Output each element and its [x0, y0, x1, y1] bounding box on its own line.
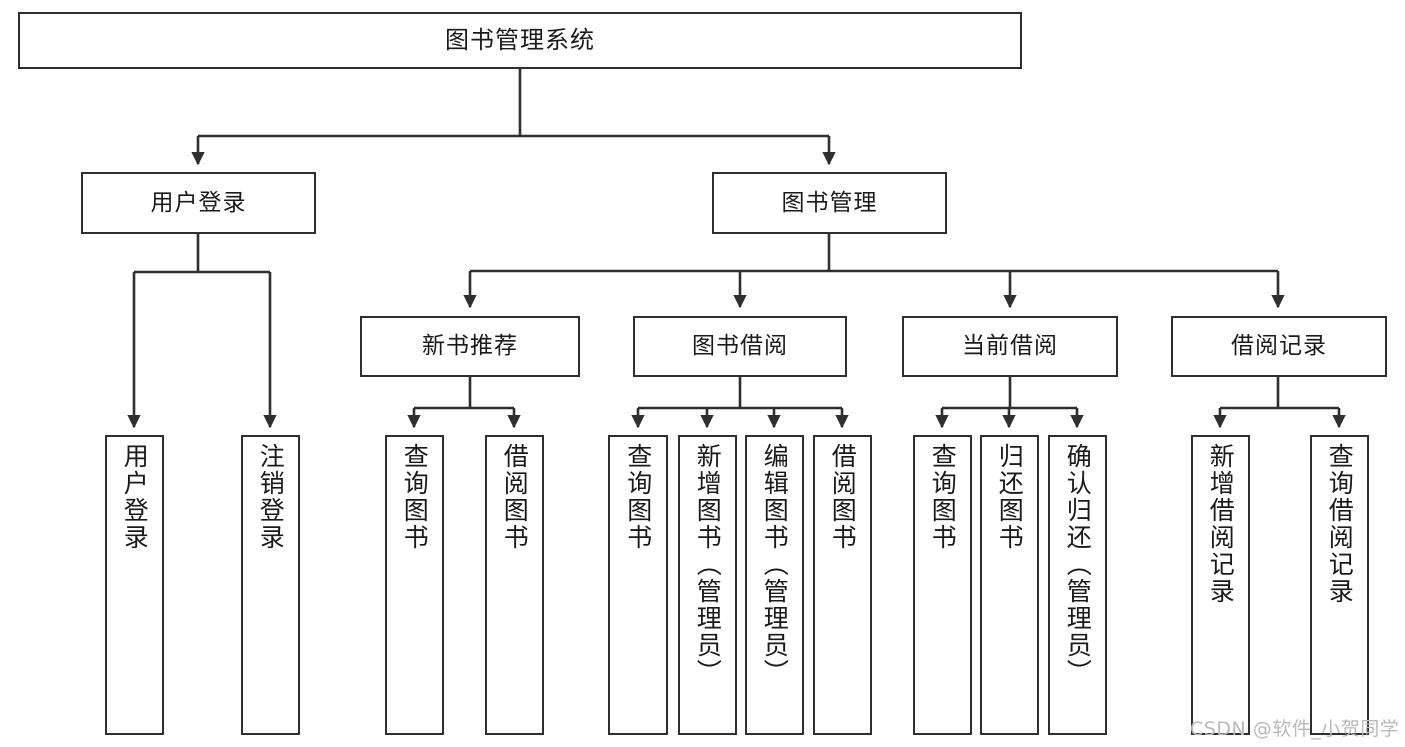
node-leaf-logout[interactable]: 注销登录 [241, 435, 300, 735]
node-label: 查询图书 [400, 443, 430, 551]
node-label: 查询图书 [928, 443, 958, 551]
node-label: 借阅图书 [500, 443, 530, 551]
node-label: 新书推荐 [422, 333, 518, 360]
node-label: 图书管理系统 [445, 25, 595, 54]
node-leaf-edit-book[interactable]: 编辑图书（管理员） [745, 435, 804, 735]
node-leaf-query-book-2[interactable]: 查询图书 [608, 435, 668, 735]
node-leaf-query-book-3[interactable]: 查询图书 [913, 435, 972, 735]
node-label: 图书借阅 [692, 333, 788, 360]
node-label: 编辑图书（管理员） [760, 443, 790, 686]
node-label: 归还图书 [995, 443, 1025, 551]
node-label: 用户登录 [120, 443, 150, 551]
node-label: 注销登录 [256, 443, 286, 551]
node-label: 借阅记录 [1231, 333, 1327, 360]
node-label: 查询借阅记录 [1325, 443, 1355, 605]
node-current-borrow[interactable]: 当前借阅 [902, 316, 1118, 377]
node-label: 借阅图书 [828, 443, 858, 551]
node-leaf-borrow-book-1[interactable]: 借阅图书 [485, 435, 544, 735]
node-user-login[interactable]: 用户登录 [81, 172, 316, 234]
node-leaf-user-login[interactable]: 用户登录 [105, 435, 164, 735]
node-label: 用户登录 [150, 189, 247, 216]
node-leaf-query-book-1[interactable]: 查询图书 [385, 435, 444, 735]
csdn-watermark: CSDN @软件_小贺同学 [1190, 718, 1400, 740]
node-book-borrow[interactable]: 图书借阅 [633, 316, 847, 377]
node-leaf-query-record[interactable]: 查询借阅记录 [1310, 435, 1369, 735]
node-leaf-borrow-book-2[interactable]: 借阅图书 [813, 435, 872, 735]
node-label: 查询图书 [623, 443, 653, 551]
node-leaf-add-book[interactable]: 新增图书（管理员） [678, 435, 737, 735]
node-root-system[interactable]: 图书管理系统 [18, 12, 1022, 69]
node-label: 新增借阅记录 [1206, 443, 1236, 605]
node-book-manage[interactable]: 图书管理 [712, 172, 947, 234]
node-borrow-record[interactable]: 借阅记录 [1171, 316, 1387, 377]
node-new-book-recommend[interactable]: 新书推荐 [360, 316, 580, 377]
node-label: 图书管理 [781, 189, 878, 216]
node-leaf-add-record[interactable]: 新增借阅记录 [1191, 435, 1250, 735]
node-label: 确认归还（管理员） [1063, 443, 1093, 686]
node-label: 新增图书（管理员） [693, 443, 723, 686]
node-leaf-return-book[interactable]: 归还图书 [980, 435, 1039, 735]
node-label: 当前借阅 [962, 333, 1058, 360]
node-leaf-confirm-return[interactable]: 确认归还（管理员） [1048, 435, 1107, 735]
